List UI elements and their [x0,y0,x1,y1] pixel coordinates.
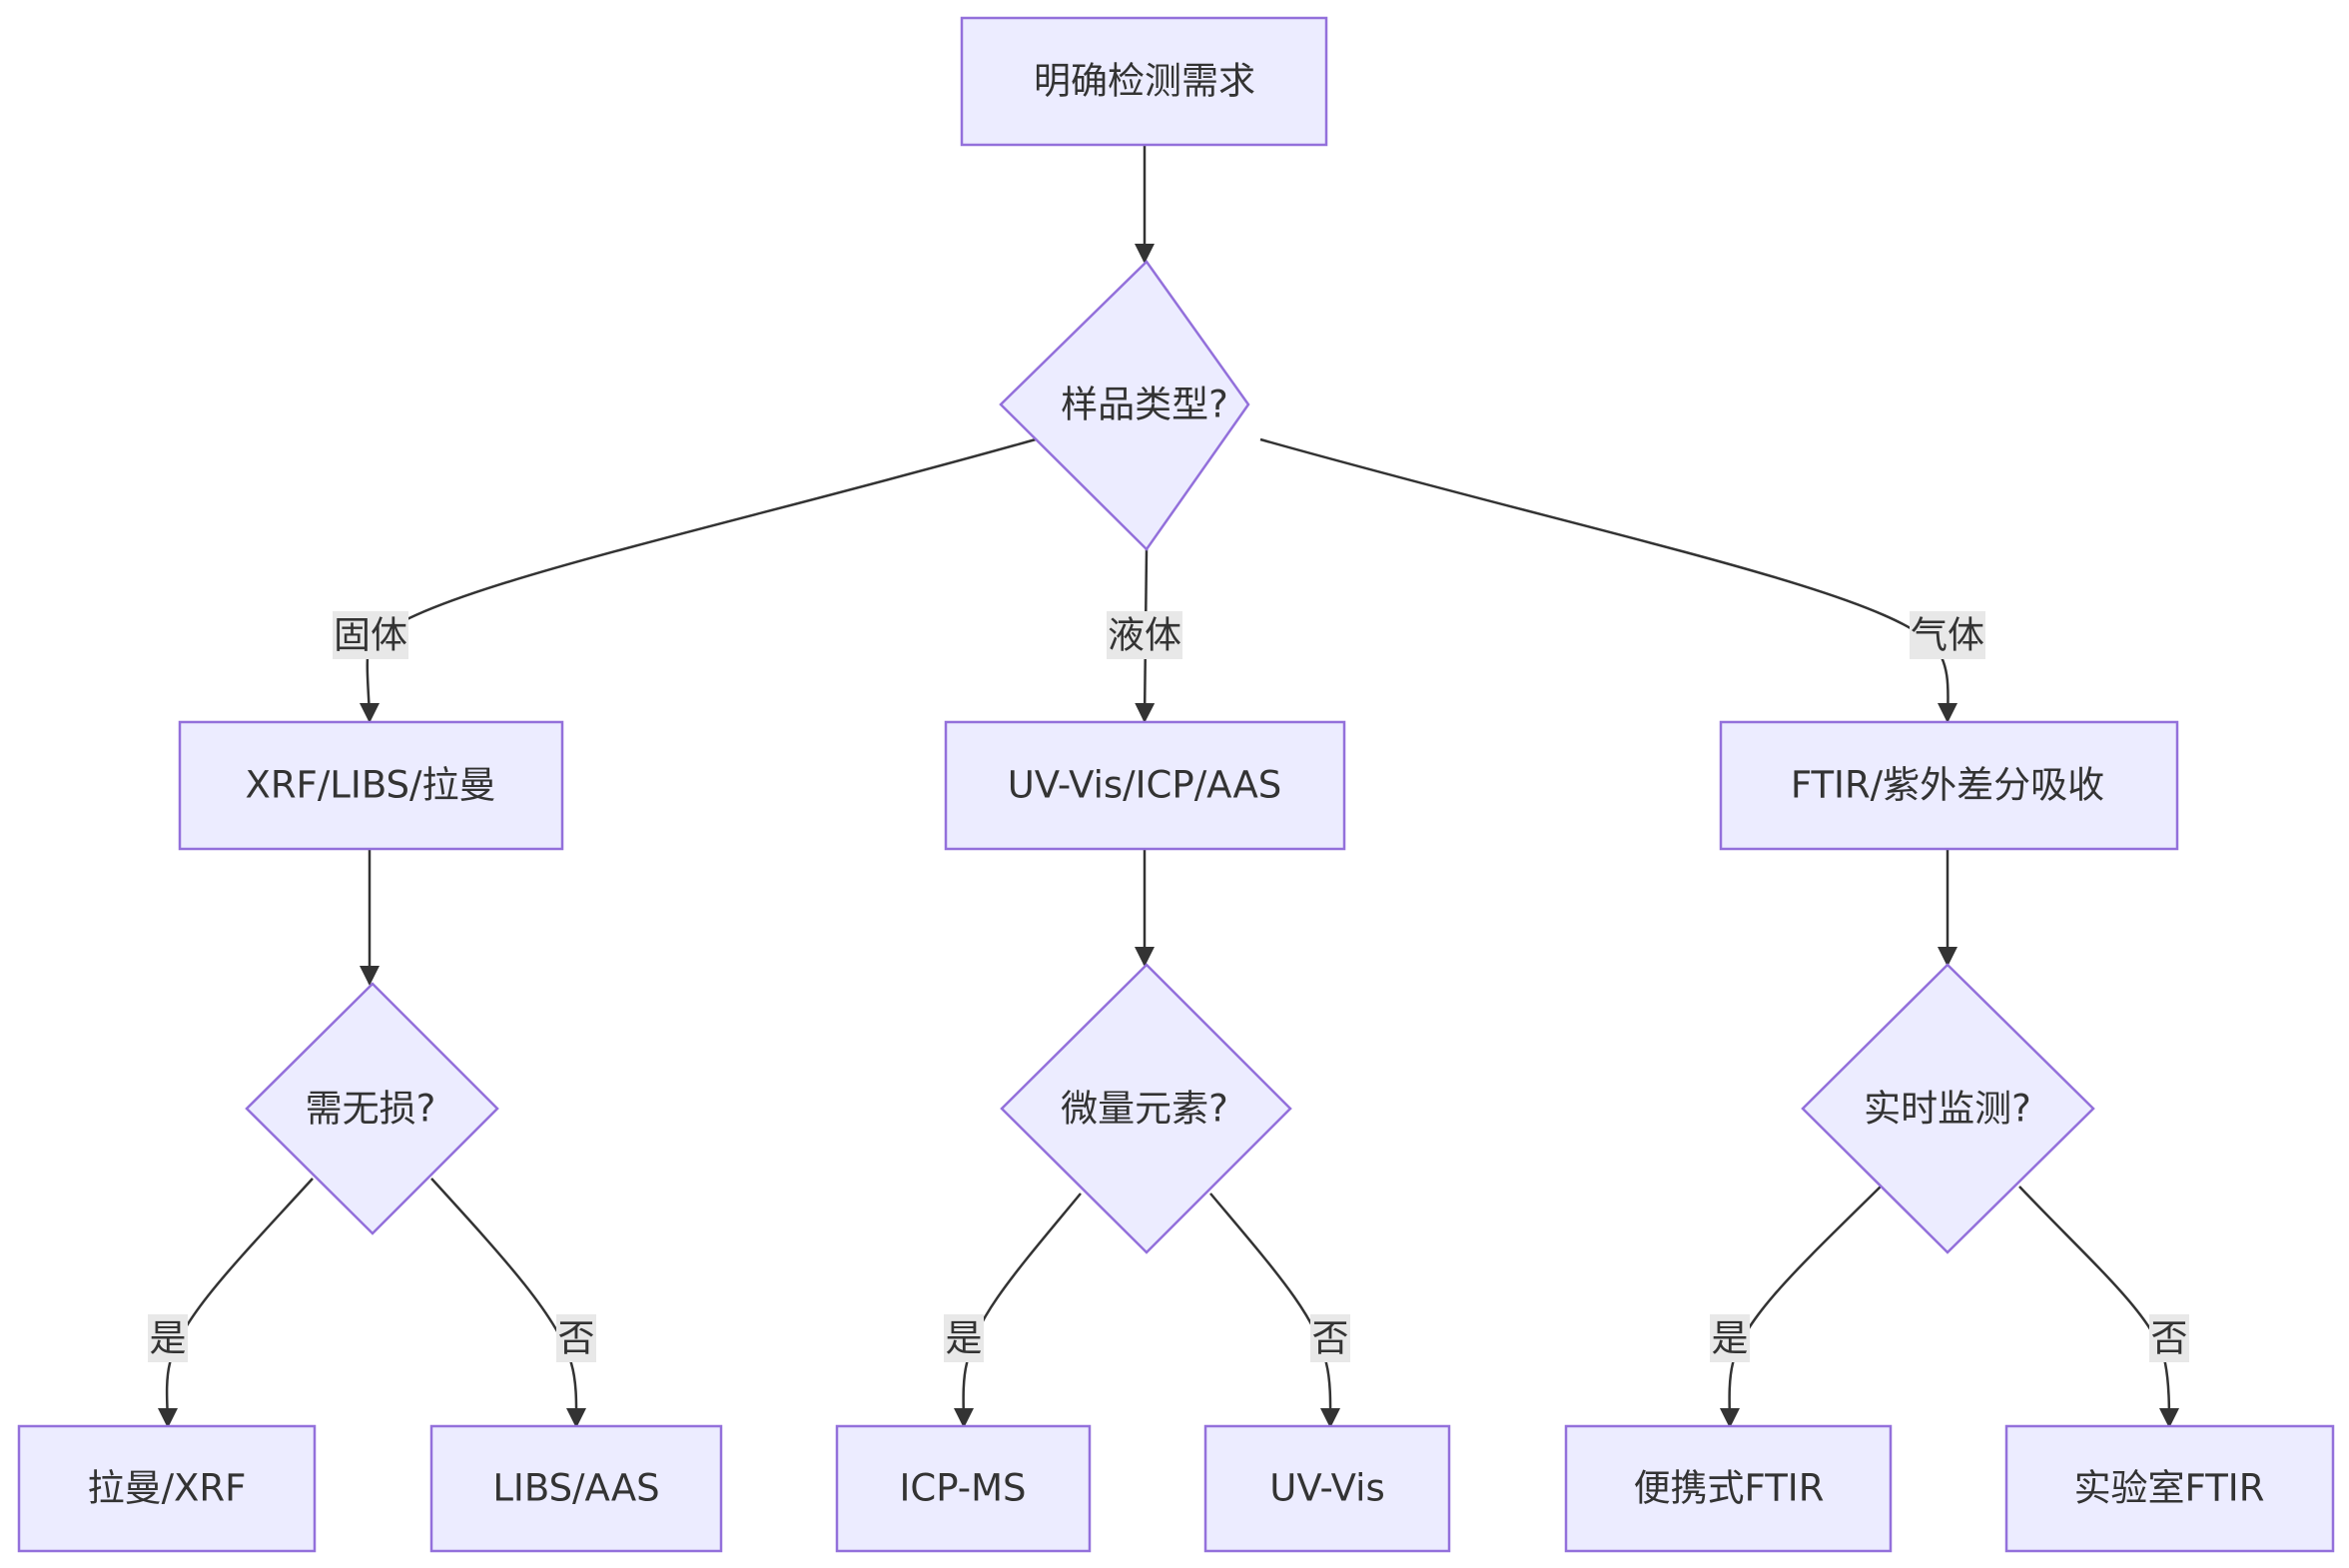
node-start: 明确检测需求 [960,16,1328,147]
svg-text:否: 否 [558,1317,595,1360]
edge-trace-no [1209,1192,1341,1428]
node-lab-ftir: 实验室FTIR [2004,1424,2335,1553]
edge-sample-type-to-gas [1259,437,1958,723]
node-nondestructive-decision: 需无损? [245,982,499,1235]
node-icp-ms: ICP-MS [835,1424,1092,1553]
node-portable-ftir: 便携式FTIR [1564,1424,1893,1553]
edge-label-yes-trace: 是 [944,1314,984,1362]
svg-text:液体: 液体 [1108,614,1181,657]
svg-text:ICP-MS: ICP-MS [899,1467,1026,1510]
node-gas-methods: FTIR/紫外差分吸收 [1719,720,2179,851]
svg-text:UV-Vis/ICP/AAS: UV-Vis/ICP/AAS [1008,764,1282,807]
node-realtime-decision: 实时监测? [1801,963,2095,1254]
svg-text:样品类型?: 样品类型? [1061,384,1228,426]
svg-text:否: 否 [2151,1317,2188,1360]
node-trace-elements-decision: 微量元素? [1000,963,1292,1254]
svg-text:是: 是 [1712,1317,1749,1360]
node-raman-xrf: 拉曼/XRF [17,1424,317,1553]
edge-label-no-realtime: 否 [2149,1314,2189,1362]
node-liquid-methods: UV-Vis/ICP/AAS [944,720,1346,851]
edge-label-no-nondestructive: 否 [556,1314,596,1362]
edge-label-liquid: 液体 [1107,611,1182,659]
edge-realtime-no [2018,1185,2179,1428]
edge-label-solid: 固体 [333,611,408,659]
svg-text:是: 是 [946,1317,983,1360]
svg-text:实时监测?: 实时监测? [1864,1088,2031,1131]
nodes: 明确检测需求 样品类型? XRF/LIBS/拉曼 UV-Vis/ICP/AAS … [17,16,2335,1553]
svg-text:否: 否 [1312,1317,1349,1360]
svg-text:拉曼/XRF: 拉曼/XRF [88,1467,247,1510]
svg-text:UV-Vis: UV-Vis [1269,1467,1384,1510]
edge-trace-yes [953,1192,1082,1428]
svg-text:是: 是 [150,1317,187,1360]
svg-text:微量元素?: 微量元素? [1061,1088,1228,1131]
svg-text:LIBS/AAS: LIBS/AAS [492,1467,659,1510]
node-solid-methods: XRF/LIBS/拉曼 [178,720,564,851]
svg-text:明确检测需求: 明确检测需求 [1034,60,1255,103]
edge-label-yes-realtime: 是 [1710,1314,1750,1362]
node-sample-type-decision: 样品类型? [999,260,1250,551]
svg-text:便携式FTIR: 便携式FTIR [1634,1467,1825,1510]
node-uv-vis: UV-Vis [1203,1424,1451,1553]
edge-label-yes-nondestructive: 是 [148,1314,188,1362]
edge-sample-type-to-solid [359,437,1037,723]
svg-text:FTIR/紫外差分吸收: FTIR/紫外差分吸收 [1791,764,2104,807]
edge-labels: 固体 液体 气体 是 否 是 否 是 [148,611,2189,1362]
edge-label-gas: 气体 [1910,611,1985,659]
svg-text:实验室FTIR: 实验室FTIR [2074,1467,2265,1510]
edge-nondestructive-no [430,1177,587,1428]
svg-text:需无损?: 需无损? [306,1088,436,1131]
svg-text:气体: 气体 [1911,614,1984,657]
svg-text:固体: 固体 [334,614,407,657]
edge-realtime-yes [1719,1185,1882,1428]
edge-label-no-trace: 否 [1310,1314,1350,1362]
edge-nondestructive-yes [157,1177,314,1428]
svg-text:XRF/LIBS/拉曼: XRF/LIBS/拉曼 [245,764,495,807]
node-libs-aas: LIBS/AAS [429,1424,723,1553]
